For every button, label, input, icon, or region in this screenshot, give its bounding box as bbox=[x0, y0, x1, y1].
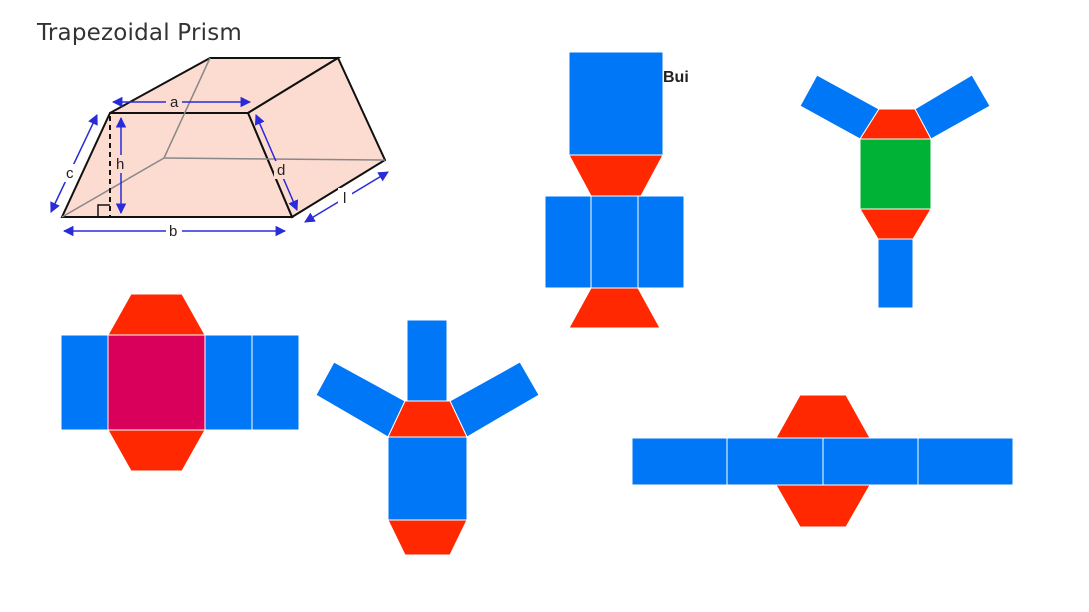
prism-hidden-edge bbox=[163, 57, 211, 159]
net-face-rectangle bbox=[568, 51, 664, 156]
label-c: c bbox=[66, 165, 74, 182]
net-face-trapezoid bbox=[387, 519, 468, 556]
net-face-rectangle bbox=[204, 334, 253, 431]
net-1 bbox=[544, 51, 685, 329]
net-face-rectangle bbox=[315, 361, 406, 438]
net-face-trapezoid bbox=[107, 429, 206, 472]
net-face-trapezoid bbox=[107, 293, 206, 336]
net-face-trapezoid bbox=[568, 154, 664, 197]
net-5 bbox=[631, 394, 1014, 528]
net-face-trapezoid bbox=[775, 394, 871, 439]
trapezoidal-prism-drawing: a b c d h l bbox=[50, 56, 389, 240]
net-face-trapezoid bbox=[775, 484, 871, 528]
net-face-rectangle bbox=[449, 361, 540, 438]
net-face-rectangle bbox=[251, 334, 300, 431]
net-face-rectangle bbox=[877, 238, 914, 309]
page-title: Trapezoidal Prism bbox=[37, 20, 242, 46]
net-4 bbox=[315, 319, 540, 556]
net-3 bbox=[60, 293, 300, 472]
net-face-rectangle bbox=[387, 436, 468, 521]
net-face-rectangle bbox=[631, 437, 728, 486]
label-b: b bbox=[169, 223, 177, 240]
net-face-rectangle bbox=[822, 437, 919, 486]
net-face-rectangle bbox=[60, 334, 109, 431]
net-face-magenta-base bbox=[107, 334, 206, 431]
net-face-rectangle bbox=[544, 195, 592, 289]
net-face-rectangle bbox=[726, 437, 824, 486]
annotation-text: Bui bbox=[663, 69, 689, 86]
net-face-green-base bbox=[859, 138, 932, 210]
label-l: l bbox=[343, 190, 346, 207]
net-face-rectangle bbox=[406, 319, 448, 402]
net-2 bbox=[799, 74, 991, 309]
label-h: h bbox=[116, 156, 124, 173]
net-face-rectangle bbox=[590, 195, 639, 289]
net-face-rectangle bbox=[637, 195, 685, 289]
net-face-trapezoid bbox=[859, 208, 932, 240]
dim-arrow-c bbox=[50, 114, 98, 213]
net-face-rectangle bbox=[917, 437, 1014, 486]
right-angle-marker bbox=[97, 204, 110, 217]
label-d: d bbox=[277, 162, 285, 179]
label-a: a bbox=[170, 94, 179, 111]
net-face-trapezoid bbox=[568, 287, 661, 329]
